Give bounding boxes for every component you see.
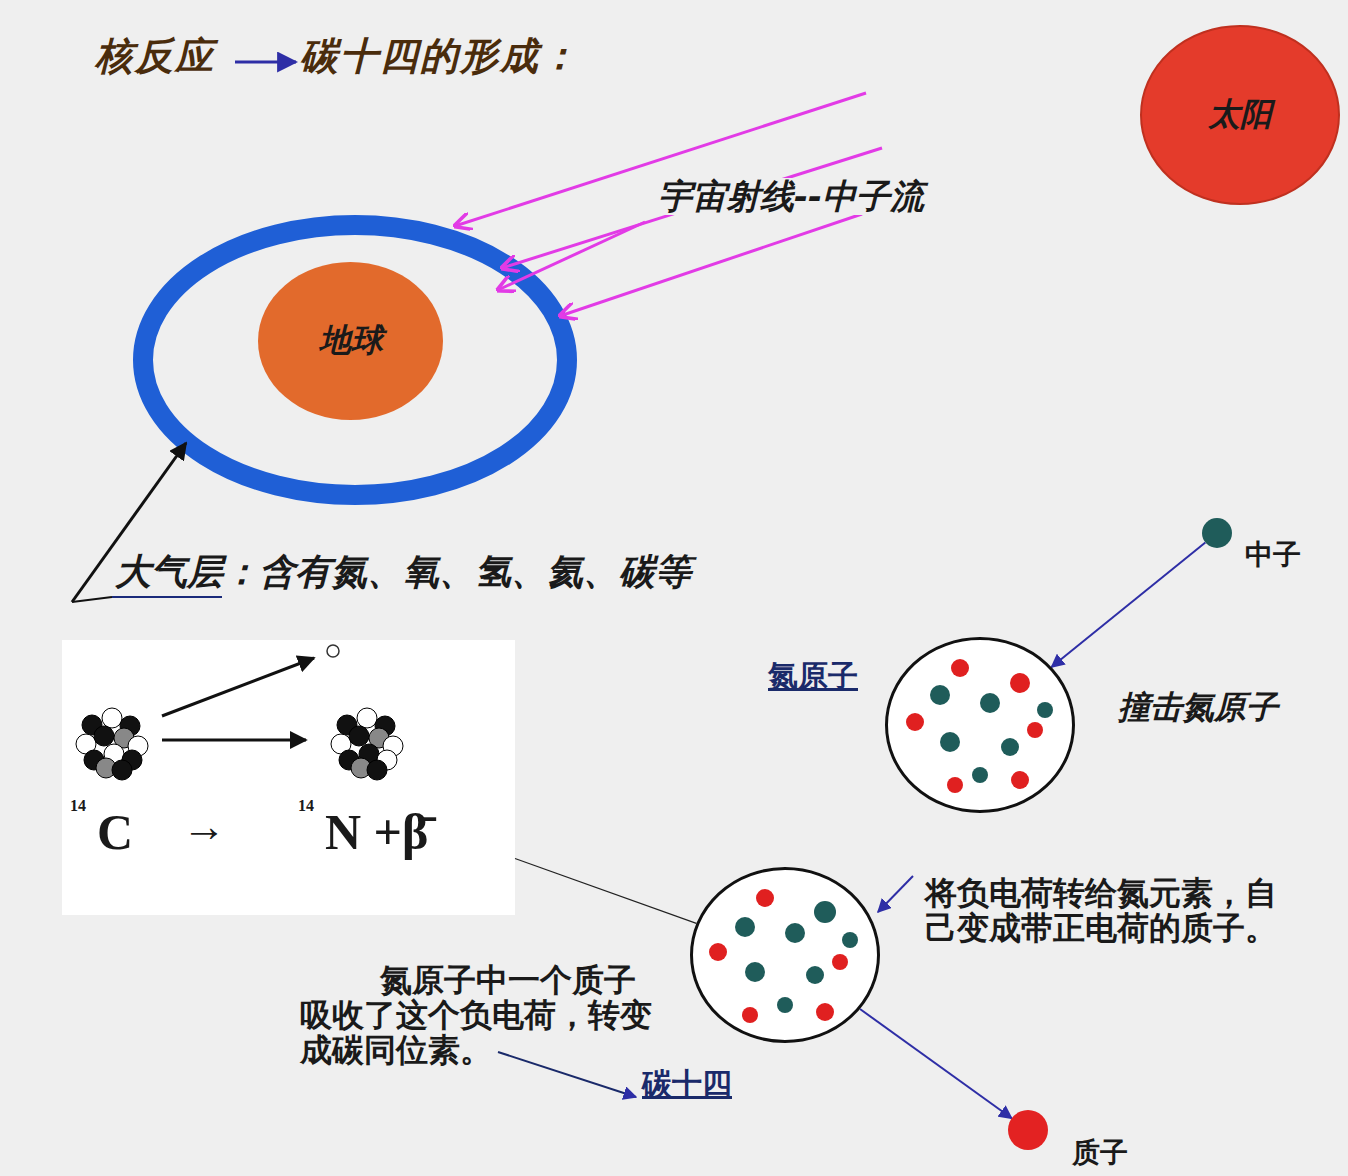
connector-label: 撞击氮原子 [1115,690,1281,725]
proton-dot [906,713,924,731]
shape-outline [887,639,1074,812]
ray-label: 宇宙射线--中子流 [655,178,927,215]
diagram-title: 核反应 [95,36,215,78]
nucleon-dots [906,659,1053,793]
atmosphere-ring [143,225,567,495]
nucleus-symbol [331,708,403,780]
neutron-dot [980,693,1000,713]
neutron-dot [814,901,836,923]
node-text: 氮原子 [768,659,858,692]
shape-outline [258,262,443,420]
atmosphere-note: 大气层：含有氮、氧、氢、氦、碳等 [112,552,694,592]
node-text: C [97,805,133,860]
shape-outline [1202,518,1232,548]
leader-arrow [498,1052,636,1097]
proton-dot [1027,722,1043,738]
cosmic-ray [560,214,862,316]
neutron-dot [806,966,824,984]
shape-outline [1008,1110,1048,1150]
nucleon [367,760,387,780]
process-note: 氮原子中一个质子吸收了这个负电荷，转变成碳同位素。 [300,963,660,1069]
proton-dot [742,1007,758,1023]
shape-outline [1141,26,1339,204]
connector [515,858,696,923]
leader-arrow [878,876,913,912]
carbon14-atom: 碳十四 [690,867,880,1043]
nucleon [94,726,114,746]
title-arrow [235,61,296,64]
proton-dot [1010,673,1030,693]
shape-outline [885,637,1075,813]
shape-outline [690,867,880,1043]
node-text: → [182,803,226,851]
node-text: N +β̄ [325,805,428,860]
neutron-dot [930,685,950,705]
earth-circle: 地球 [258,262,443,420]
proton-dot [947,777,963,793]
proton-dot [832,954,848,970]
equation-panel: 14 C → 14 N +β̄ [62,640,515,915]
nucleon [102,708,122,728]
sun-circle: 太阳 [1140,25,1340,205]
connector [860,1009,1012,1118]
underline [112,596,222,598]
neutron-dot [842,932,858,948]
proton-dot [1011,771,1029,789]
proton-dot: 质子 [1008,1110,1048,1150]
heading-part: 碳十四的形成： [300,36,580,78]
shape-outline [1008,1110,1048,1150]
neutron-dot [777,997,793,1013]
shape-outline [1202,518,1232,548]
nucleus-symbol [76,708,148,780]
decay-arrow [162,739,306,742]
atom-ground [690,867,880,1043]
electron-symbol [327,645,339,657]
leader-line [72,597,112,602]
node-text: 质子 [1072,1138,1128,1169]
cosmic-ray [498,222,645,290]
process-note: 将负电荷转给氮元素，自己变成带正电荷的质子。 [925,876,1281,946]
neutron-dot [940,732,960,752]
neutron-dot [745,962,765,982]
nucleon [357,708,377,728]
neutron-dot [785,923,805,943]
neutron-dot [735,917,755,937]
proton-dot [756,889,774,907]
proton-dot [816,1003,834,1021]
neutron-dot [1001,738,1019,756]
node-text: 14 [298,797,314,815]
nucleon [349,726,369,746]
shape-outline [692,869,879,1042]
node-text: 太阳 [1208,97,1272,132]
proton-dot [951,659,969,677]
nitrogen-atom: 氮原子 [885,637,1075,813]
decay-arrow [162,658,314,716]
nucleon [112,760,132,780]
inset-panel [62,640,515,915]
node-text: 14 [70,797,86,815]
connector [1052,542,1206,667]
proton-dot [709,943,727,961]
node-text: 中子 [1245,540,1301,571]
neutron-dot [1037,702,1053,718]
node-text: 碳十四 [642,1067,732,1100]
nucleon-dots [709,889,858,1023]
neutron-dot: 中子 [1202,518,1232,548]
node-text: 地球 [319,323,383,358]
atom-ground [885,637,1075,813]
neutron-dot [972,767,988,783]
